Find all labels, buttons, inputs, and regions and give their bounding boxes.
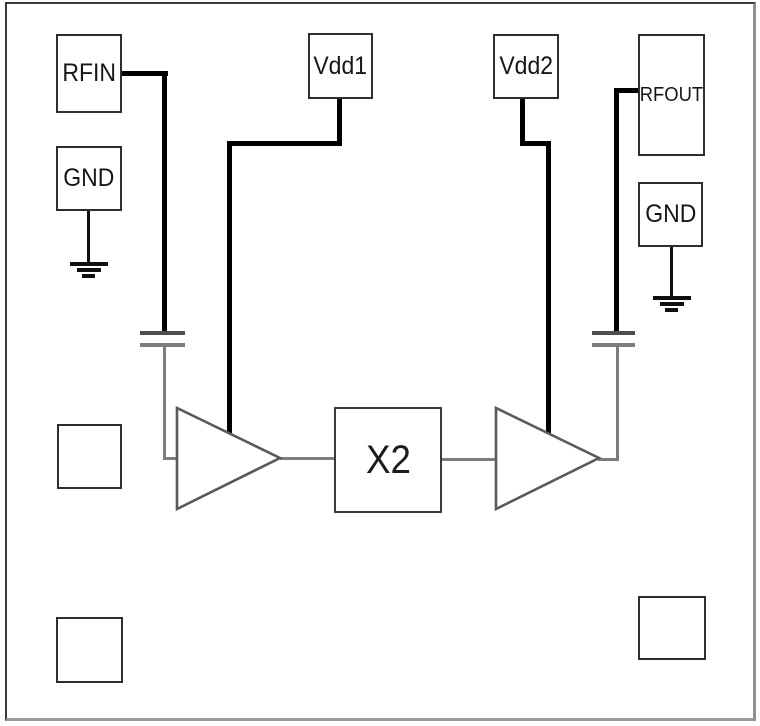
ground-stem (87, 211, 90, 263)
pad-gnd-left: GND (56, 146, 122, 211)
pad-rfin-label: RFIN (62, 59, 116, 87)
ground-bar-2 (77, 268, 101, 272)
multiplier-label: X2 (365, 437, 411, 482)
pad-square-bottom-left (56, 617, 123, 683)
pad-gnd-right: GND (638, 182, 703, 247)
cap-plate-top (140, 331, 185, 335)
amp1-to-x2-wire (280, 457, 336, 460)
ground-bar-1 (70, 262, 108, 266)
vdd2-wire-vertical (546, 141, 551, 433)
ground-stem (670, 247, 673, 297)
amplifier-2-icon (494, 406, 602, 512)
input-signal-wire-vertical (163, 347, 166, 460)
vdd1-wire-vertical (227, 141, 232, 433)
input-signal-wire-horizontal (163, 457, 183, 460)
amplifier-1-icon (175, 406, 283, 512)
pad-gnd-right-label: GND (644, 200, 697, 228)
multiplier-block: X2 (334, 407, 442, 513)
pad-vdd2-label: Vdd2 (499, 52, 553, 80)
rfout-wire-horizontal (614, 88, 639, 93)
vdd2-wire-drop (520, 98, 525, 146)
cap-plate-top (592, 331, 635, 335)
ground-bar-3 (82, 274, 95, 278)
output-signal-wire-vertical (616, 347, 619, 461)
pad-square-bottom-right (638, 596, 706, 660)
chip-outline (5, 2, 756, 721)
x2-to-amp2-wire (441, 458, 498, 461)
ground-bar-1 (653, 296, 691, 300)
ground-bar-3 (665, 308, 678, 312)
amp2-output-wire-horizontal (598, 458, 618, 461)
pad-rfout: RFOUT (638, 34, 705, 156)
cap-plate-bottom (592, 343, 635, 347)
rfin-wire-vertical (162, 71, 167, 333)
vdd2-wire-horizontal (520, 141, 551, 146)
pad-vdd1: Vdd1 (308, 33, 373, 99)
pad-vdd1-label: Vdd1 (313, 51, 368, 80)
ground-bar-2 (660, 302, 684, 306)
pad-vdd2: Vdd2 (493, 34, 559, 99)
pad-rfout-label: RFOUT (639, 83, 704, 106)
pad-square-mid-left (57, 424, 122, 489)
pad-gnd-left-label: GND (63, 164, 115, 192)
pad-rfin: RFIN (56, 34, 122, 113)
cap-plate-bottom (140, 343, 185, 347)
vdd1-wire-horizontal (227, 141, 342, 146)
rfout-wire-vertical (614, 88, 619, 331)
rfin-wire-horizontal (122, 71, 168, 76)
vdd1-wire-drop (337, 98, 342, 146)
